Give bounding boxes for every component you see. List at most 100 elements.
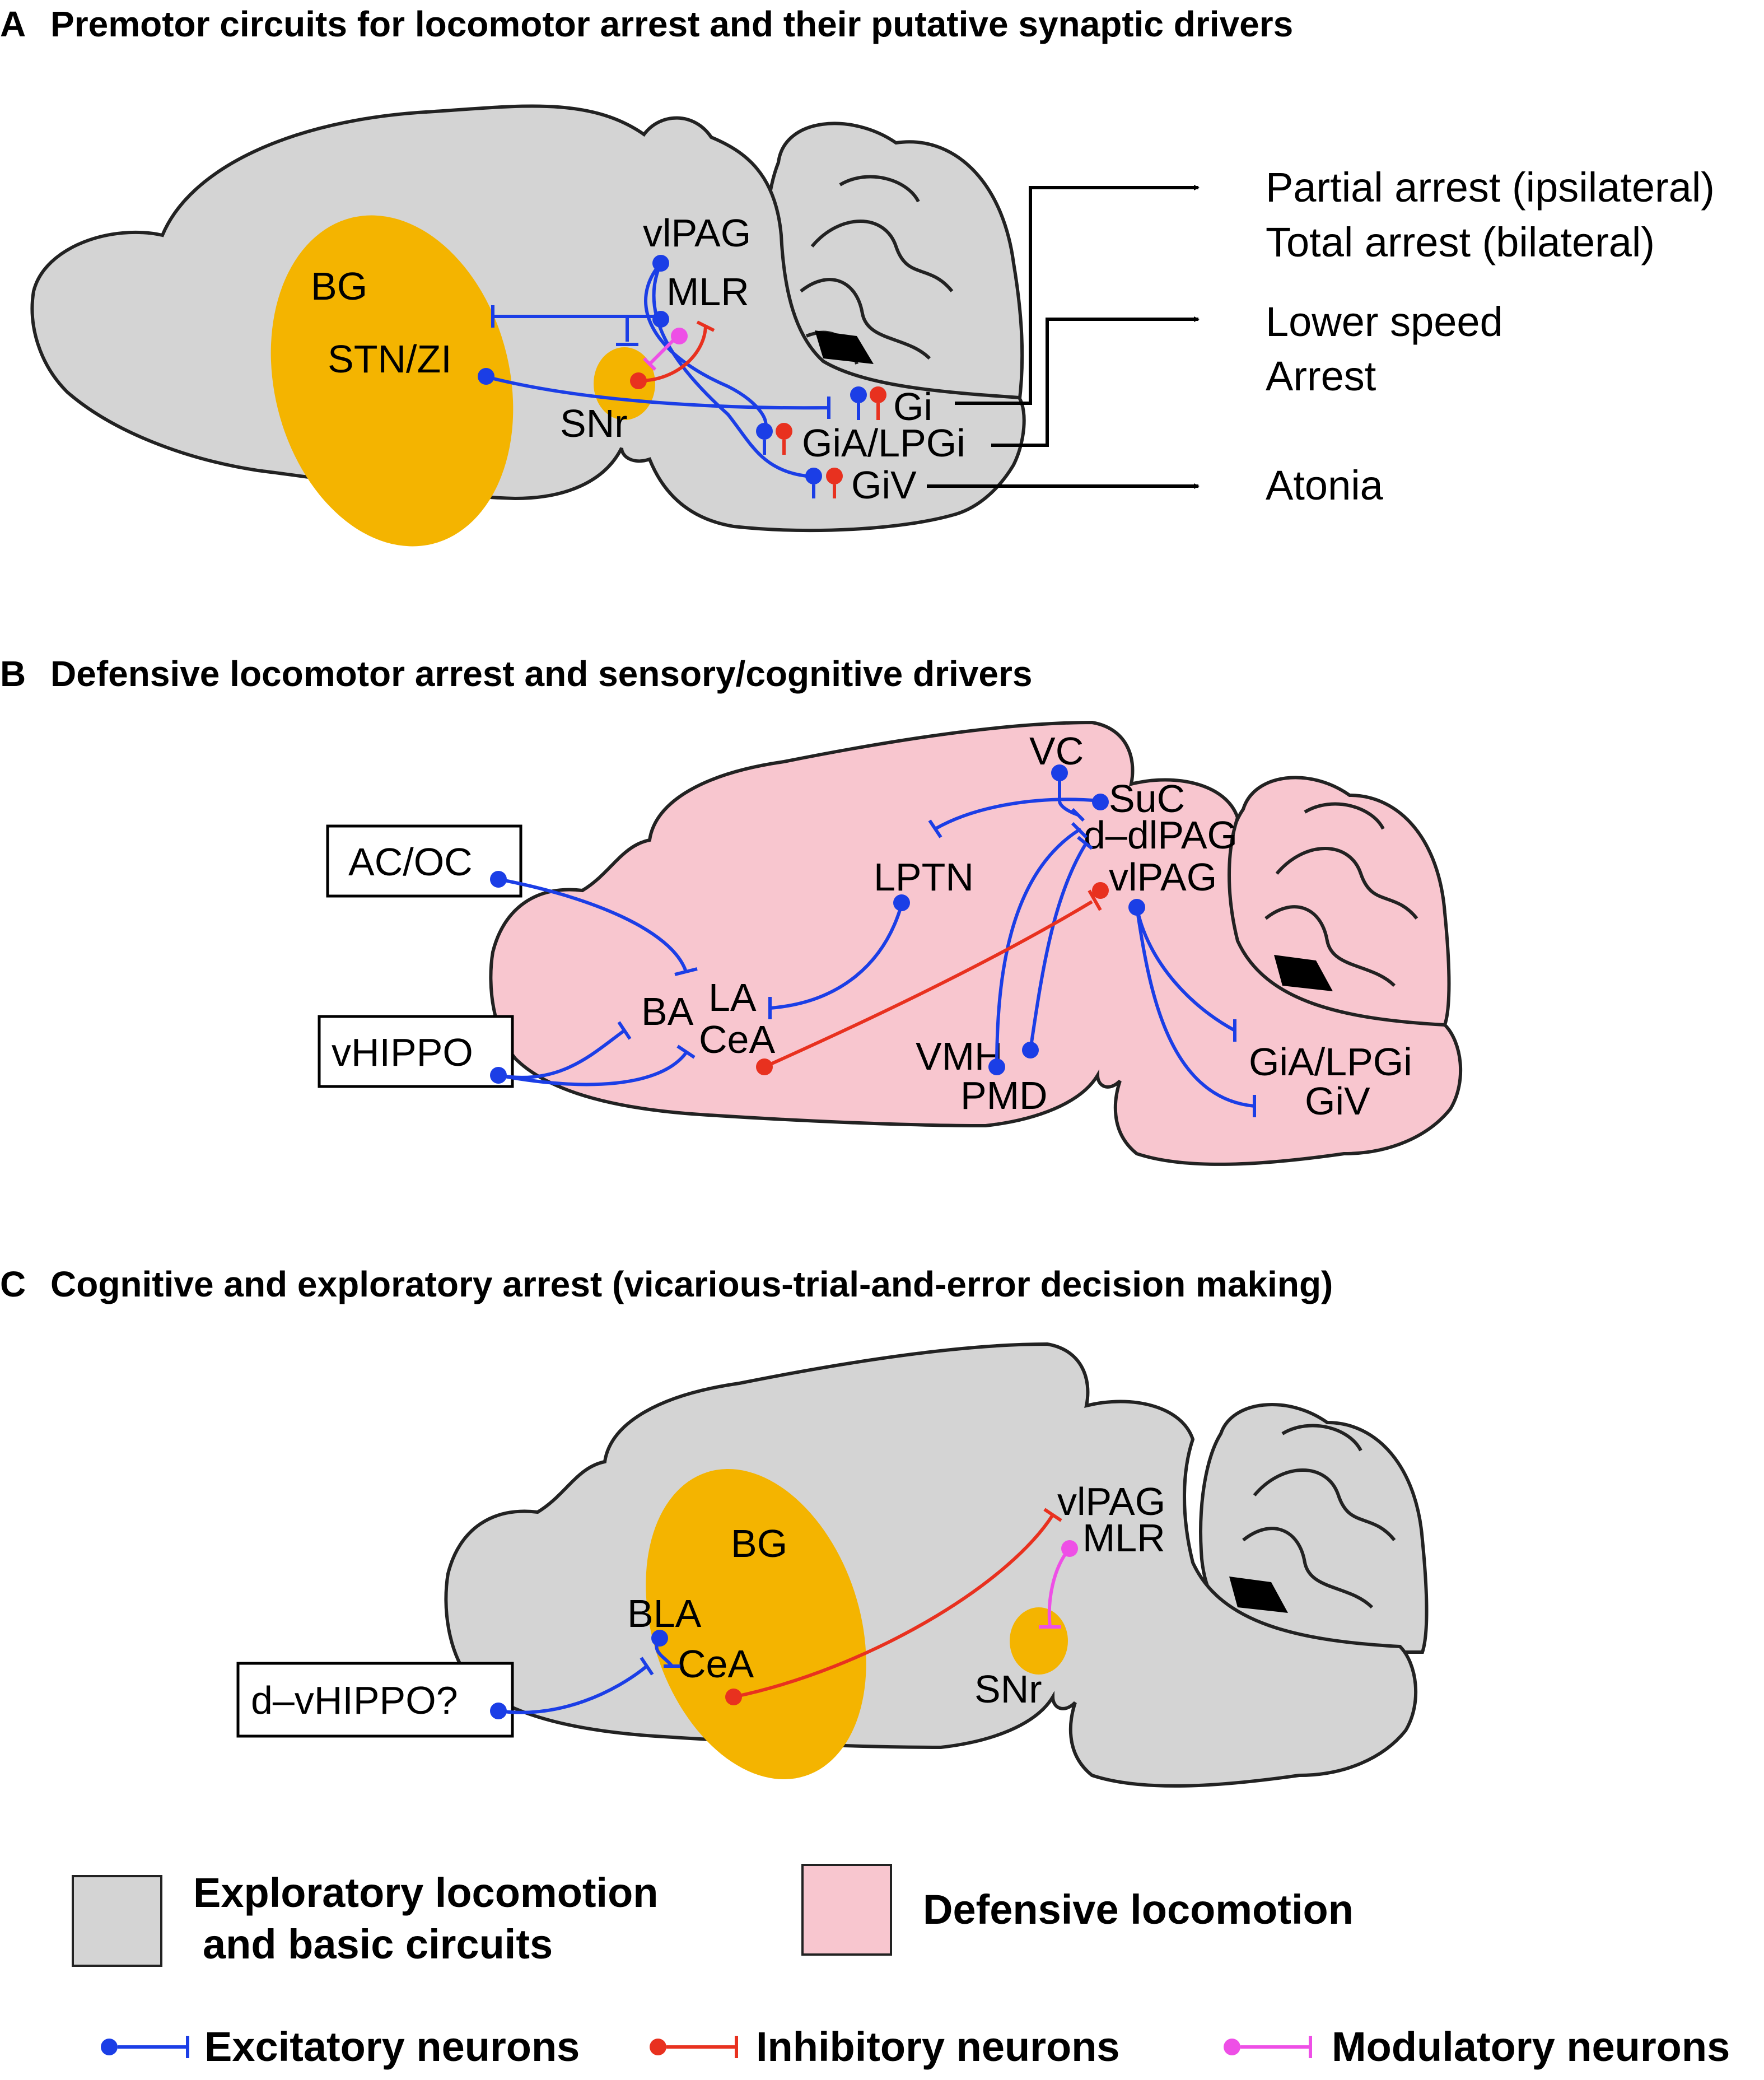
panel-a-label-stn-zi: STN/ZI xyxy=(328,337,452,381)
panel-a-output-atonia: Atonia xyxy=(1266,462,1384,509)
panel-a-gi-arrow xyxy=(955,185,1200,405)
panel-a-output-arrest: Arrest xyxy=(1266,353,1376,399)
panel-a-label-bg: BG xyxy=(311,264,367,308)
panel-a-output-lower-speed: Lower speed xyxy=(1266,299,1503,345)
panel-a-gia-neurons xyxy=(756,423,792,455)
panel-b-pmd-cell xyxy=(1022,1042,1039,1058)
panel-b-acoc-cell xyxy=(490,871,507,888)
panel-b-vmh-cell xyxy=(988,1058,1005,1075)
panel-a-output-arrows xyxy=(927,185,1200,489)
legend-exploratory-swatch xyxy=(72,1875,162,1967)
panel-b-vhippo-cell xyxy=(490,1067,507,1084)
panel-b-vmh-to-ddlpag xyxy=(995,822,1088,1067)
panel-c-cea-cell xyxy=(725,1689,742,1705)
panel-c-label-mlr: MLR xyxy=(1082,1516,1165,1560)
legend-inhibitory: Inhibitory neurons xyxy=(650,2023,1120,2070)
panel-a-cerebellum-folds xyxy=(800,175,954,365)
panel-b-label-lptn: LPTN xyxy=(874,855,974,899)
panel-b-label-suc: SuC xyxy=(1109,777,1185,820)
panel-b-ac-oc-box xyxy=(326,824,522,898)
panel-a-vlpag-to-giv xyxy=(652,262,807,478)
panel-b-vhippo-box xyxy=(318,1015,514,1088)
legend-inhibitory-cell xyxy=(650,2039,666,2055)
panel-c-brain xyxy=(444,1342,1429,1788)
panel-a-mlr-to-snr xyxy=(616,316,638,346)
panel-c: C Cognitive and exploratory arrest (vica… xyxy=(0,1264,1429,1788)
panel-b-brain-outline xyxy=(489,720,1463,1166)
panel-b-label-vmh: VMH xyxy=(916,1034,1003,1078)
panel-c-label-d-vhippo: d–vHIPPO? xyxy=(251,1678,458,1722)
panel-a-vlpag-to-mlr xyxy=(644,262,768,433)
panel-b-pmd-to-ddlpag xyxy=(1029,836,1093,1051)
panel-c-mlr-cell xyxy=(1061,1540,1078,1557)
panel-c-connections xyxy=(490,1508,1078,1719)
panel-b-connections xyxy=(490,764,1256,1117)
panel-a-snr-to-mlr xyxy=(638,320,715,383)
panel-b-ventricle xyxy=(1274,955,1333,991)
panel-b: B Defensive locomotor arrest and sensory… xyxy=(0,654,1463,1166)
panel-c-d-vhippo-box xyxy=(236,1662,514,1738)
legend-modulatory-line xyxy=(1240,2036,1312,2058)
panel-c-bla-cell xyxy=(651,1630,668,1647)
panel-b-brain xyxy=(489,720,1463,1166)
panel-a-vlpag-cell xyxy=(652,255,669,272)
panel-a-output-partial: Partial arrest (ipsilateral) xyxy=(1266,164,1715,211)
panel-b-vlpag-cell xyxy=(1128,899,1145,916)
panel-c-mlr-to-snr xyxy=(1039,1547,1071,1629)
panel-a-letter: A xyxy=(0,4,26,44)
legend-excitatory: Excitatory neurons xyxy=(101,2023,580,2070)
panel-b-label-giv: GiV xyxy=(1305,1079,1370,1123)
panel-c-title: Cognitive and exploratory arrest (vicari… xyxy=(50,1264,1333,1304)
panel-a-mlr-mod-cell xyxy=(671,328,688,344)
panel-a-connections xyxy=(478,255,886,498)
panel-a: A Premotor circuits for locomotor arrest… xyxy=(0,4,1715,547)
legend-exploratory-line2: and basic circuits xyxy=(203,1921,553,1967)
panel-b-cea-cell xyxy=(756,1058,773,1075)
panel-b-vlpag-to-gi xyxy=(1135,907,1236,1042)
panel-b-vhippo-to-cea xyxy=(498,1044,696,1086)
panel-b-acoc-to-la xyxy=(498,878,698,976)
panel-a-snr-cell xyxy=(630,372,647,389)
panel-a-giv-neurons xyxy=(805,468,843,498)
legend-excitatory-cell xyxy=(101,2039,118,2055)
legend-exploratory-line1: Exploratory locomotion xyxy=(193,1869,659,1916)
panel-b-vlpag-to-giv xyxy=(1135,907,1256,1117)
panel-a-gi-neurons xyxy=(850,386,886,420)
panel-a-ventricle xyxy=(815,330,874,364)
panel-b-vc-to-suc xyxy=(1058,773,1085,822)
panel-c-dvhippo-to-cea xyxy=(498,1657,654,1714)
panel-c-label-cea: CeA xyxy=(678,1642,754,1686)
panel-b-label-cea: CeA xyxy=(699,1018,775,1061)
panel-a-title: Premotor circuits for locomotor arrest a… xyxy=(50,4,1293,44)
panel-c-dvhippo-cell xyxy=(490,1703,507,1719)
panel-b-letter: B xyxy=(0,654,26,694)
panel-c-ventricle xyxy=(1229,1577,1288,1613)
panel-c-label-vlpag: vlPAG xyxy=(1057,1480,1165,1523)
panel-c-letter: C xyxy=(0,1264,26,1304)
panel-b-cerebellum-folds xyxy=(1264,802,1418,987)
legend-modulatory-cell xyxy=(1224,2039,1240,2055)
panel-b-vc-cell xyxy=(1051,764,1068,781)
panel-a-label-snr: SNr xyxy=(560,402,628,445)
panel-a-label-gi: Gi xyxy=(893,385,932,428)
panel-a-label-mlr: MLR xyxy=(666,270,749,314)
panel-b-title: Defensive locomotor arrest and sensory/c… xyxy=(50,654,1033,694)
panel-a-label-vlpag: vlPAG xyxy=(643,211,751,255)
panel-c-label-bg: BG xyxy=(731,1522,787,1565)
panel-c-label-snr: SNr xyxy=(974,1667,1042,1711)
legend-inhibitory-line xyxy=(666,2036,738,2058)
panel-b-label-ac-oc: AC/OC xyxy=(348,840,473,884)
panel-b-lptn-to-la xyxy=(768,904,903,1019)
panel-b-label-vhippo: vHIPPO xyxy=(332,1030,473,1074)
panel-b-label-d-dlpag: d–dlPAG xyxy=(1084,813,1238,857)
panel-c-snr-region xyxy=(1010,1607,1068,1675)
panel-b-suc-to-lptn xyxy=(928,798,1101,838)
panel-a-label-giv: GiV xyxy=(851,463,917,507)
panel-b-label-ba: BA xyxy=(641,990,694,1033)
panel-b-label-la: LA xyxy=(708,976,757,1019)
legend-inhibitory-label: Inhibitory neurons xyxy=(756,2023,1120,2070)
panel-b-label-vlpag: vlPAG xyxy=(1109,855,1217,899)
panel-b-label-gia-lpgi: GiA/LPGi xyxy=(1249,1040,1412,1084)
panel-a-stn-to-gi xyxy=(484,375,830,419)
legend-excitatory-label: Excitatory neurons xyxy=(204,2023,580,2070)
